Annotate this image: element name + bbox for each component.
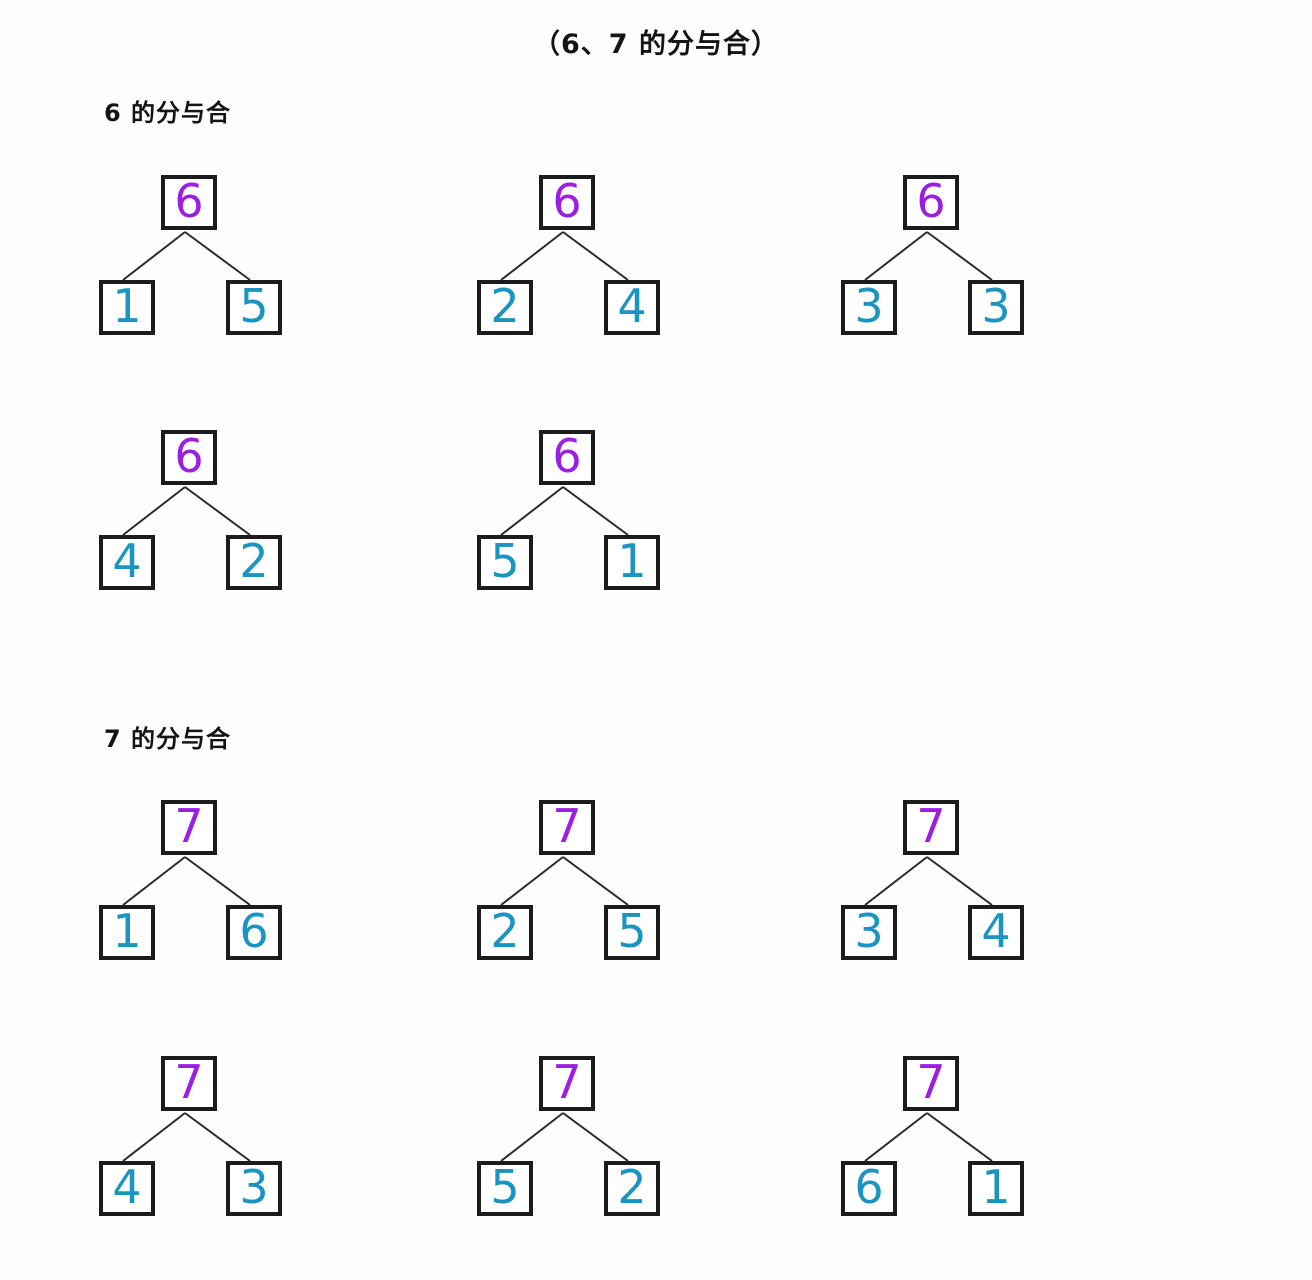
bond-link-lines <box>122 856 251 906</box>
bond-whole-value: 7 <box>916 798 946 853</box>
bond-whole-box: 7 <box>539 800 595 855</box>
bond-link-lines <box>500 1112 629 1162</box>
bond-whole-value: 6 <box>552 428 582 483</box>
bond-part-left-value: 3 <box>854 278 884 333</box>
bond-part-left-value: 3 <box>854 903 884 958</box>
bond-part-right-box: 1 <box>604 535 660 590</box>
bond-whole-value: 6 <box>552 173 582 228</box>
bond-whole-value: 6 <box>174 173 204 228</box>
bond-part-left-value: 1 <box>112 903 142 958</box>
bond-part-left-value: 6 <box>854 1159 884 1214</box>
bond-link-lines <box>864 231 993 281</box>
bond-part-left-box: 5 <box>477 535 533 590</box>
bond-part-right-value: 4 <box>981 903 1011 958</box>
bond-part-left-value: 5 <box>490 1159 520 1214</box>
bond-link-lines <box>122 231 251 281</box>
bond-part-left-box: 3 <box>841 280 897 335</box>
bond-whole-value: 7 <box>174 1054 204 1109</box>
bond-part-right-box: 1 <box>968 1161 1024 1216</box>
number-bond-tree: 7 2 5 <box>466 800 696 970</box>
bond-part-right-box: 5 <box>604 905 660 960</box>
bond-link-lines <box>500 231 629 281</box>
number-bond-tree: 6 2 4 <box>466 175 696 345</box>
bond-whole-box: 6 <box>161 430 217 485</box>
number-bond-tree: 6 4 2 <box>88 430 318 600</box>
bond-link-lines <box>500 486 629 536</box>
bond-whole-box: 7 <box>903 1056 959 1111</box>
bond-part-right-value: 3 <box>981 278 1011 333</box>
bond-part-left-value: 2 <box>490 903 520 958</box>
bond-link-lines <box>122 486 251 536</box>
bond-part-left-value: 4 <box>112 533 142 588</box>
bond-part-left-box: 4 <box>99 1161 155 1216</box>
bond-part-right-value: 3 <box>239 1159 269 1214</box>
bond-whole-box: 7 <box>539 1056 595 1111</box>
bond-part-left-value: 2 <box>490 278 520 333</box>
bond-part-right-value: 6 <box>239 903 269 958</box>
section-heading-6: 6 的分与合 <box>104 99 232 127</box>
number-bond-tree: 7 3 4 <box>830 800 1060 970</box>
bond-part-right-value: 1 <box>617 533 647 588</box>
bond-whole-value: 7 <box>916 1054 946 1109</box>
bond-part-left-box: 4 <box>99 535 155 590</box>
bond-part-left-box: 5 <box>477 1161 533 1216</box>
number-bond-tree: 7 6 1 <box>830 1056 1060 1226</box>
bond-part-right-value: 5 <box>617 903 647 958</box>
bond-part-right-box: 6 <box>226 905 282 960</box>
bond-whole-box: 6 <box>903 175 959 230</box>
bond-part-left-box: 2 <box>477 905 533 960</box>
bond-part-right-value: 4 <box>617 278 647 333</box>
bond-part-left-box: 2 <box>477 280 533 335</box>
bond-part-right-value: 1 <box>981 1159 1011 1214</box>
number-bond-tree: 7 4 3 <box>88 1056 318 1226</box>
bond-part-right-box: 4 <box>968 905 1024 960</box>
bond-whole-value: 7 <box>552 798 582 853</box>
number-bond-tree: 6 5 1 <box>466 430 696 600</box>
bond-part-right-box: 5 <box>226 280 282 335</box>
page-title: （6、7 的分与合） <box>533 29 779 60</box>
bond-part-left-box: 3 <box>841 905 897 960</box>
bond-whole-box: 6 <box>161 175 217 230</box>
bond-link-lines <box>864 1112 993 1162</box>
bond-link-lines <box>122 1112 251 1162</box>
bond-whole-value: 6 <box>174 428 204 483</box>
bond-part-right-box: 3 <box>968 280 1024 335</box>
bond-part-right-value: 2 <box>617 1159 647 1214</box>
bond-part-left-value: 4 <box>112 1159 142 1214</box>
bond-whole-box: 6 <box>539 430 595 485</box>
number-bond-tree: 7 1 6 <box>88 800 318 970</box>
bond-link-lines <box>500 856 629 906</box>
bond-part-left-box: 6 <box>841 1161 897 1216</box>
number-bond-tree: 6 1 5 <box>88 175 318 345</box>
bond-whole-box: 7 <box>903 800 959 855</box>
bond-whole-box: 6 <box>539 175 595 230</box>
section-heading-7: 7 的分与合 <box>104 725 232 753</box>
bond-whole-box: 7 <box>161 800 217 855</box>
bond-whole-value: 7 <box>552 1054 582 1109</box>
bond-whole-value: 6 <box>916 173 946 228</box>
bond-part-right-value: 5 <box>239 278 269 333</box>
bond-whole-box: 7 <box>161 1056 217 1111</box>
bond-part-left-box: 1 <box>99 905 155 960</box>
bond-link-lines <box>864 856 993 906</box>
bond-part-left-value: 1 <box>112 278 142 333</box>
bond-part-left-value: 5 <box>490 533 520 588</box>
bond-part-right-box: 4 <box>604 280 660 335</box>
bond-part-right-box: 2 <box>604 1161 660 1216</box>
bond-part-left-box: 1 <box>99 280 155 335</box>
bond-whole-value: 7 <box>174 798 204 853</box>
number-bond-tree: 7 5 2 <box>466 1056 696 1226</box>
bond-part-right-value: 2 <box>239 533 269 588</box>
bond-part-right-box: 2 <box>226 535 282 590</box>
number-bond-tree: 6 3 3 <box>830 175 1060 345</box>
bond-part-right-box: 3 <box>226 1161 282 1216</box>
